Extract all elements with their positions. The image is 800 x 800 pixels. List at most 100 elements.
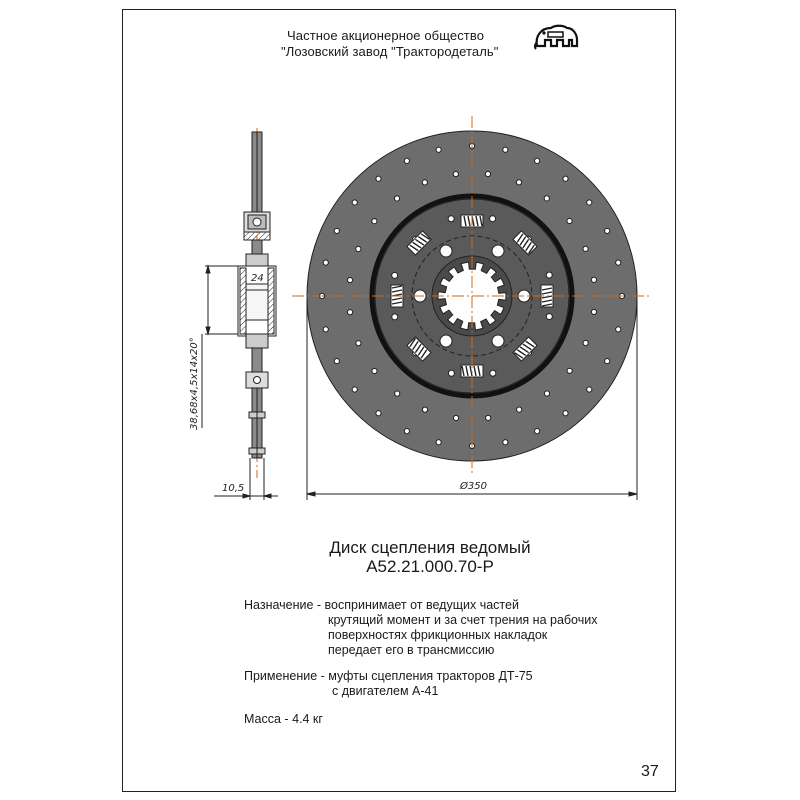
rivet-hole — [562, 410, 569, 417]
rivet-hole — [615, 259, 622, 266]
rivet-hole — [447, 369, 455, 377]
page-number: 37 — [641, 763, 659, 780]
rivet-hole — [421, 179, 428, 186]
rivet-hole — [586, 386, 593, 393]
hub-hole — [439, 334, 453, 348]
spring-coil — [412, 241, 422, 249]
dim-diameter: Ø350 — [459, 480, 487, 492]
spring-coil — [541, 287, 553, 291]
rivet-hole — [333, 227, 340, 235]
rivet-hole — [394, 390, 401, 397]
rivet-hole — [582, 245, 589, 252]
rivet-hole — [452, 414, 460, 422]
spring-coil — [541, 299, 553, 303]
rivet-hole — [391, 271, 399, 279]
company-logo-icon — [533, 24, 579, 50]
spring-coil — [475, 215, 479, 227]
damper-spring — [512, 336, 538, 362]
spring-coil — [409, 244, 419, 252]
damper-spring — [406, 336, 432, 362]
spring-coil — [461, 365, 465, 377]
spring-coil — [541, 303, 553, 307]
spring-coil — [469, 365, 473, 377]
rivet-hole — [391, 313, 399, 321]
rivet-hole — [604, 227, 611, 235]
rivet-hole — [615, 326, 622, 333]
rivet-hole — [346, 309, 354, 316]
spring-coil — [541, 295, 553, 299]
mass-text: Масса - 4.4 кг — [244, 712, 323, 726]
spring-coil — [414, 343, 422, 353]
spring-coil — [477, 365, 481, 377]
rivet-hole — [485, 414, 492, 422]
company-name-line2: "Лозовский завод "Трактородеталь" — [281, 44, 499, 59]
rivet-hole — [566, 367, 573, 374]
spring-coil — [522, 239, 530, 249]
rivet-hole — [543, 390, 551, 397]
rivet-hole — [502, 439, 509, 446]
rivet-hole — [502, 146, 509, 153]
rivet-hole — [322, 326, 329, 333]
application-label: Применение - муфты сцепления тракторов Д… — [244, 669, 533, 683]
purpose-line3: поверхностях фрикционных накладок — [328, 628, 548, 642]
spring-coil — [514, 351, 524, 359]
rivet-hole — [351, 199, 358, 206]
hub-hole — [491, 244, 505, 258]
dim-hub-width: 24 — [251, 273, 264, 284]
rivet-hole — [489, 215, 497, 223]
rivet-hole — [355, 340, 362, 347]
rivet-hole — [393, 195, 401, 202]
damper-spring — [512, 230, 538, 256]
rivet-hole — [355, 245, 362, 253]
rivet-hole — [566, 217, 573, 225]
dim-spline: 38,68х4,5х14х20° — [189, 337, 200, 430]
spring-coil — [417, 236, 428, 243]
rivet-hole — [346, 276, 354, 284]
rivet-hole — [533, 157, 541, 164]
rivet-hole — [452, 170, 459, 178]
hub-hole — [439, 244, 453, 258]
rivet-hole — [484, 170, 492, 178]
spring-coil — [420, 349, 428, 359]
rivet-holes-outer — [318, 142, 626, 450]
side-view — [201, 128, 278, 500]
spring-coil — [391, 297, 403, 301]
spring-coil — [412, 340, 419, 351]
spring-coil — [527, 244, 535, 254]
spring-coil — [417, 346, 425, 356]
spring-coil — [391, 289, 403, 293]
spring-coil — [465, 365, 469, 377]
application-line2: с двигателем А-41 — [332, 684, 439, 698]
spring-coil — [541, 291, 553, 295]
rivet-hole — [516, 406, 523, 413]
dim-thickness: 10,5 — [222, 483, 244, 494]
rivet-hole — [533, 428, 541, 435]
rivet-hole — [371, 218, 378, 225]
spring-coil — [479, 215, 483, 227]
rivet-hole — [590, 308, 598, 316]
rivet-hole — [543, 195, 550, 202]
rivet-hole — [435, 146, 442, 153]
rivet-hole — [562, 175, 569, 182]
company-name-line1: Частное акционерное общество — [287, 28, 485, 43]
rivet-hole — [545, 313, 553, 321]
rivet-hole — [403, 157, 411, 164]
rivet-hole — [545, 271, 553, 279]
spring-coil — [473, 365, 477, 377]
rivet-hole — [582, 339, 589, 347]
rivet-hole — [435, 439, 442, 446]
rivet-hole — [447, 215, 455, 223]
spring-coil — [519, 236, 527, 246]
rivet-hole — [421, 406, 429, 413]
front-view — [292, 116, 652, 500]
spring-coil — [516, 233, 524, 243]
rivet-hole — [375, 410, 382, 417]
clutch-disc-drawing: 24 38,68х4,5х14х20° 10,5 Ø350 — [189, 116, 652, 500]
rivet-hole — [375, 175, 382, 182]
rivet-hole — [371, 367, 378, 375]
spring-coil — [391, 285, 403, 289]
spring-coil — [525, 340, 535, 348]
rivet-hole — [403, 428, 411, 435]
purpose-line4: передает его в трансмиссию — [328, 643, 495, 657]
purpose-label: Назначение - воспринимает от ведущих час… — [244, 598, 519, 612]
